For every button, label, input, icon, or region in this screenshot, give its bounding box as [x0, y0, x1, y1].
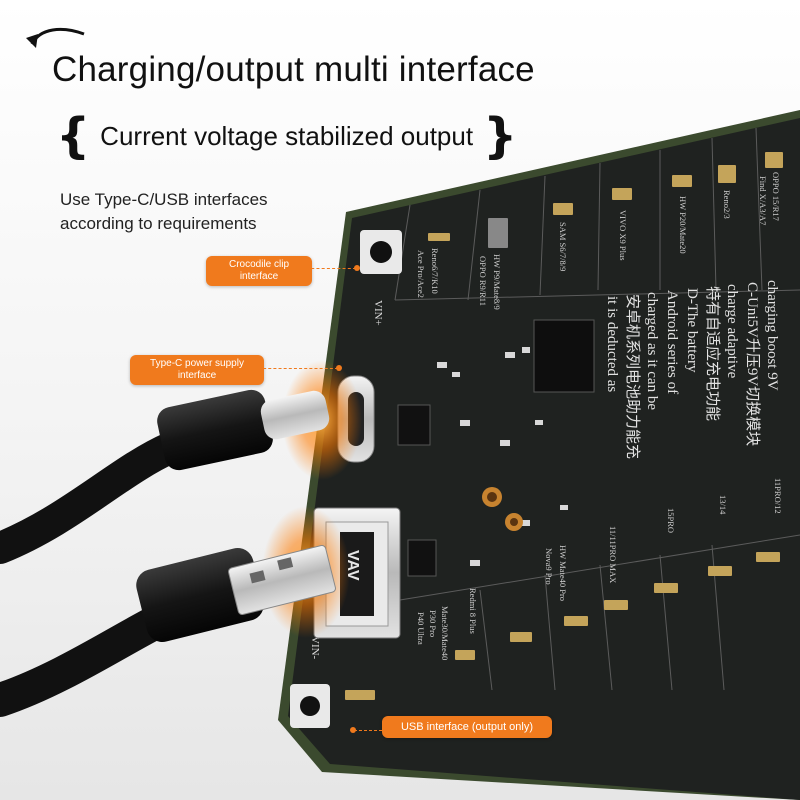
- desc-line-4: 特有自适应充电功能: [704, 286, 722, 421]
- left-brace: {: [56, 108, 91, 164]
- type-c-cable: [0, 389, 330, 564]
- board-description: charging boost 9V C-Uni5V升压9V切换模块 charge…: [604, 280, 780, 459]
- type-c-callout-line-2: interface: [177, 370, 217, 381]
- usb-callout-line: [354, 730, 382, 731]
- type-c-callout: Type-C power supply interface: [130, 355, 264, 385]
- model-label: Reno6/7/K10: [430, 248, 440, 294]
- type-c-callout-dot: [336, 365, 342, 371]
- model-labels: OPPO 15/R17 Find X/A3/A7 Reno2/3 HW P20/…: [416, 172, 783, 660]
- model-label: VIVO X9 Plus: [618, 210, 628, 261]
- model-label: HW Mate40 Pro: [558, 545, 568, 601]
- desc-line-6: Android series of: [664, 290, 680, 394]
- model-label: P30 Pro: [428, 610, 438, 637]
- model-label: Mate30/Mate40: [440, 606, 450, 660]
- vin-plus-label: VIN+: [372, 300, 384, 326]
- right-brace: }: [483, 108, 518, 164]
- model-label: Reno2/3: [722, 190, 732, 219]
- desc-line-9: it is deducted as: [604, 296, 620, 392]
- usb-callout-dot: [350, 727, 356, 733]
- model-label: OPPO R9/R11: [478, 256, 488, 306]
- model-label: SAM S6/7/8/9: [558, 222, 568, 271]
- smd-components: [437, 347, 568, 566]
- main-ic-chip: [533, 319, 595, 393]
- curved-arrow-icon: [30, 27, 85, 45]
- type-c-callout-line: [258, 368, 338, 369]
- desc-line-3: charge adaptive: [724, 284, 740, 379]
- model-label: P40 Ultra: [416, 612, 426, 645]
- type-c-callout-line-1: Type-C power supply: [150, 358, 244, 369]
- usb-controller-chip: [407, 539, 437, 577]
- crocodile-clip-callout: Crocodile clip interface: [206, 256, 312, 286]
- model-label: 11/11PRO MAX: [608, 526, 618, 583]
- connector-pads-bottom: [345, 552, 780, 700]
- model-label: 15PRO: [666, 508, 676, 533]
- headline: Charging/output multi interface: [52, 50, 535, 89]
- usb-a-cable: [0, 544, 336, 717]
- model-label: Find X/A3/A7: [758, 176, 768, 225]
- crocodile-callout-line-1: Crocodile clip: [228, 259, 290, 270]
- model-label: Nova9 Pro: [544, 548, 554, 585]
- regulator-chip: [397, 404, 431, 446]
- usage-note: Use Type-C/USB interfaces according to r…: [60, 188, 340, 236]
- model-label: 13/14: [718, 495, 728, 515]
- subheadline: { Current voltage stabilized output }: [56, 108, 517, 164]
- usage-note-line-2: according to requirements: [60, 214, 257, 233]
- model-label: Ace Pro/Ace2: [416, 250, 426, 298]
- model-label: HW P20/Mate20: [678, 196, 688, 254]
- desc-line-5: D-The battery: [684, 288, 700, 373]
- usb-output-callout: USB interface (output only): [382, 716, 552, 738]
- desc-line-1: charging boost 9V: [764, 280, 780, 391]
- crocodile-callout-line-2: interface: [239, 271, 279, 282]
- connector-pads-top: [428, 152, 783, 248]
- circuit-board: VIN+ VIN-: [278, 110, 800, 800]
- model-label: OPPO 15/R17: [771, 172, 781, 221]
- vin-minus-label: VIN-: [309, 636, 321, 660]
- desc-line-2: C-Uni5V升压9V切换模块: [744, 282, 761, 446]
- usage-note-line-1: Use Type-C/USB interfaces: [60, 190, 268, 209]
- subheadline-text: Current voltage stabilized output: [100, 120, 474, 151]
- desc-line-8: 安卓机系列电池助力能充: [624, 294, 641, 459]
- model-label: 11PRO/12: [773, 478, 783, 514]
- desc-line-7: charged as it can be: [644, 292, 660, 410]
- model-label: Redmi 8 Plus: [468, 588, 478, 634]
- crocodile-callout-dot: [354, 265, 360, 271]
- model-label: HW P9/Mate8/9: [492, 254, 502, 310]
- crocodile-callout-line: [306, 268, 356, 269]
- arrow-head-icon: [26, 34, 38, 48]
